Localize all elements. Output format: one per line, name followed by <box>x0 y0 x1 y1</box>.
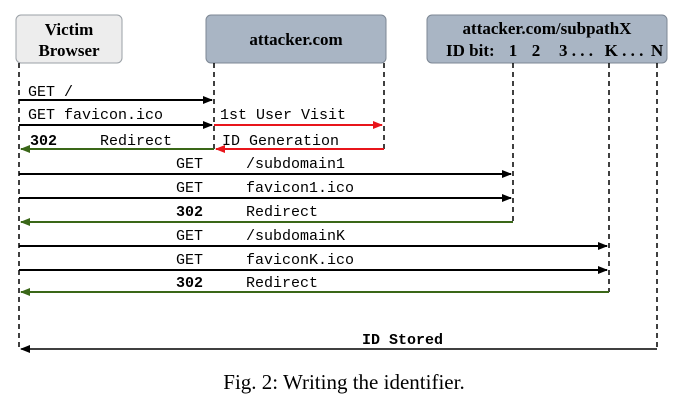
msg-get-favicon: GET favicon.ico <box>28 107 163 124</box>
id-bit-1: 1 <box>509 41 518 60</box>
attacker-label: attacker.com <box>249 30 342 49</box>
victim-label-line2: Browser <box>38 41 100 60</box>
victim-browser-box: Victim Browser <box>15 14 123 64</box>
subpath-box: attacker.com/subpathX ID bit: 1 2 3 . . … <box>426 14 668 64</box>
figure-caption: Fig. 2: Writing the identifier. <box>223 370 464 394</box>
msg-redirect-1-code: 302 <box>30 133 57 150</box>
msg-first-visit: 1st User Visit <box>220 107 346 124</box>
attacker-box: attacker.com <box>205 14 387 64</box>
id-bit-k: K . . . <box>605 41 644 60</box>
msg-get-favicon1-path: favicon1.ico <box>246 180 354 197</box>
msg-id-stored: ID Stored <box>362 332 443 349</box>
id-bit-3: 3 . . . <box>559 41 593 60</box>
msg-redirect-1-text: Redirect <box>100 133 172 150</box>
msg-id-generation: ID Generation <box>222 133 339 150</box>
msg-redirect-3-text: Redirect <box>246 275 318 292</box>
msg-redirect-2-code: 302 <box>176 204 203 221</box>
id-bit-n: N <box>651 41 664 60</box>
msg-get-root: GET / <box>28 84 73 101</box>
msg-redirect-2-text: Redirect <box>246 204 318 221</box>
msg-get-subdomaink-path: /subdomainK <box>246 228 345 245</box>
msg-get-favicon1-method: GET <box>176 180 203 197</box>
msg-get-subdomain1-path: /subdomain1 <box>246 156 345 173</box>
msg-redirect-3-code: 302 <box>176 275 203 292</box>
id-bit-2: 2 <box>532 41 541 60</box>
lifelines <box>18 63 658 350</box>
victim-label-line1: Victim <box>45 20 93 39</box>
msg-get-subdomain1-method: GET <box>176 156 203 173</box>
msg-get-faviconk-method: GET <box>176 252 203 269</box>
msg-get-subdomaink-method: GET <box>176 228 203 245</box>
msg-get-faviconk-path: faviconK.ico <box>246 252 354 269</box>
subpath-label: attacker.com/subpathX <box>463 19 633 38</box>
id-bit-label: ID bit: <box>446 41 495 60</box>
